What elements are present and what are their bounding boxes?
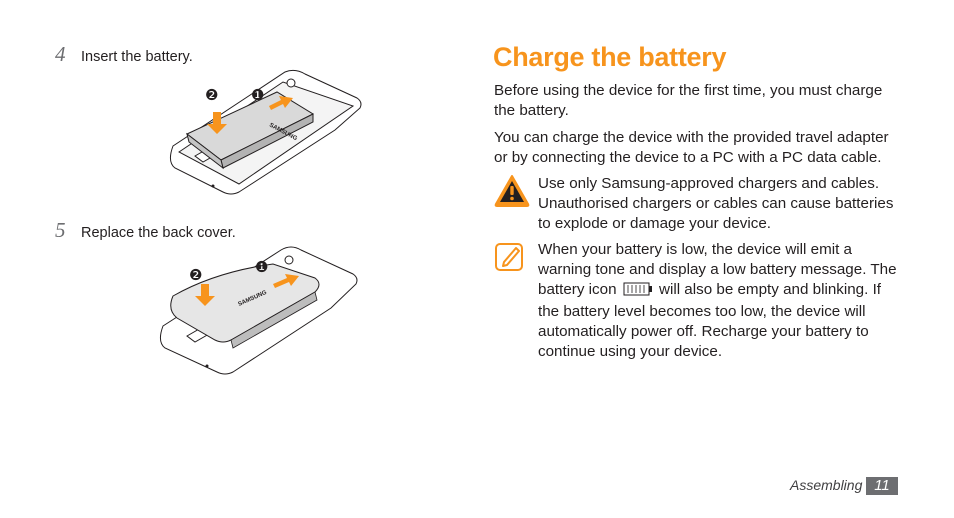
charging-methods-paragraph: You can charge the device with the provi…: [494, 129, 889, 166]
section-title: Charge the battery: [493, 42, 727, 72]
note-pencil-icon: [494, 240, 526, 279]
note-text-after: will also be empty and blinking. If the …: [538, 281, 882, 360]
note-text-before: When your battery is low, the device wil…: [538, 241, 897, 298]
note-text: When your battery is low, the device wil…: [538, 240, 904, 362]
callout-2: ❷: [205, 86, 218, 104]
warning-triangle-icon: [494, 174, 530, 213]
callout-1: ❶: [255, 258, 268, 276]
step-5: 5 Replace the back cover.: [55, 218, 236, 243]
battery-empty-icon: [623, 282, 653, 302]
warning-text: Use only Samsung-approved chargers and c…: [538, 175, 894, 232]
intro-paragraph: Before using the device for the first ti…: [494, 82, 883, 119]
footer-section-name: Assembling: [790, 477, 863, 493]
step-text: Replace the back cover.: [81, 225, 236, 241]
replace-cover-illustration: SAMSUNG ❷ ❶: [155, 244, 365, 379]
callout-2: ❷: [189, 266, 202, 284]
page-number: 11: [866, 477, 898, 495]
step-number: 4: [55, 42, 66, 66]
step-4: 4 Insert the battery.: [55, 42, 193, 67]
callout-1: ❶: [251, 86, 264, 104]
step-text: Insert the battery.: [81, 49, 193, 65]
step-number: 5: [55, 218, 66, 242]
insert-battery-illustration: SAMSUNG ❷ ❶: [165, 68, 365, 198]
